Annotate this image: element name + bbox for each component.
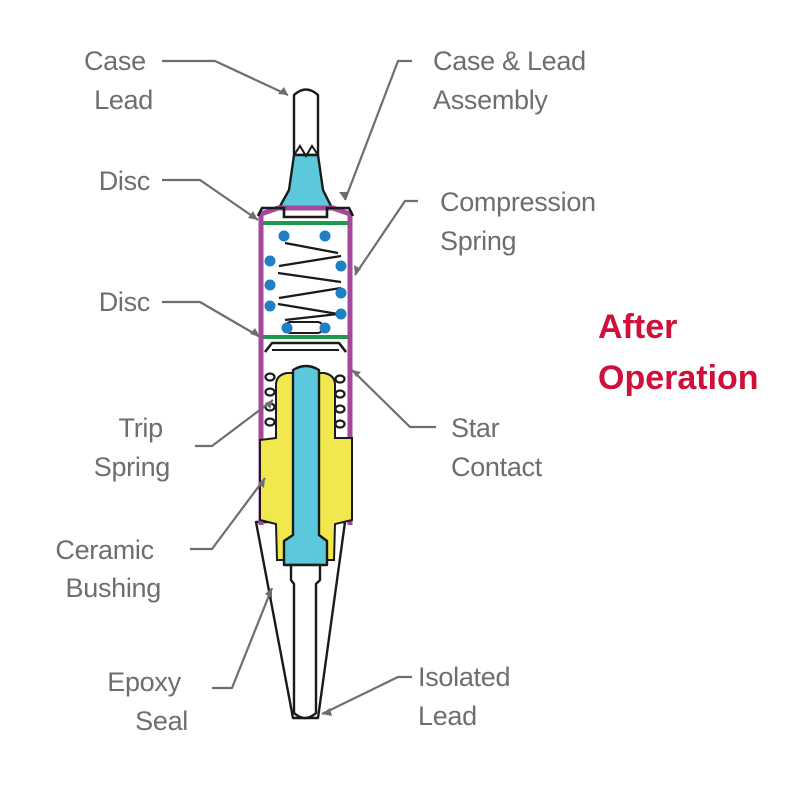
compression-spring — [264, 230, 347, 334]
leader-lines — [162, 59, 436, 716]
label-compression-spring: Compression Spring — [440, 187, 603, 256]
label-disc-bottom: Disc — [99, 287, 150, 317]
label-trip-spring: Trip Spring — [94, 413, 170, 482]
label-case-lead: Case Lead — [84, 46, 153, 115]
label-isolated-lead: Isolated Lead — [418, 662, 517, 731]
label-ceramic-bushing: Ceramic Bushing — [55, 535, 161, 603]
bottom-disc — [263, 335, 348, 339]
case-lead-shape — [292, 88, 320, 157]
label-disc-top: Disc — [99, 166, 150, 196]
isolated-lead-cyan — [282, 364, 329, 567]
isolated-lead-wire — [289, 563, 322, 720]
case-lead-break — [293, 144, 319, 158]
case-lead-tip — [277, 153, 334, 210]
label-star-contact: Star Contact — [451, 413, 543, 482]
diagram-title: After Operation — [598, 308, 759, 397]
device — [254, 88, 355, 720]
label-epoxy-seal: Epoxy Seal — [107, 667, 188, 736]
case-cap — [256, 206, 355, 219]
label-case-lead-assembly: Case & Lead Assembly — [433, 46, 593, 115]
case-body — [258, 205, 353, 525]
top-disc — [263, 221, 348, 225]
